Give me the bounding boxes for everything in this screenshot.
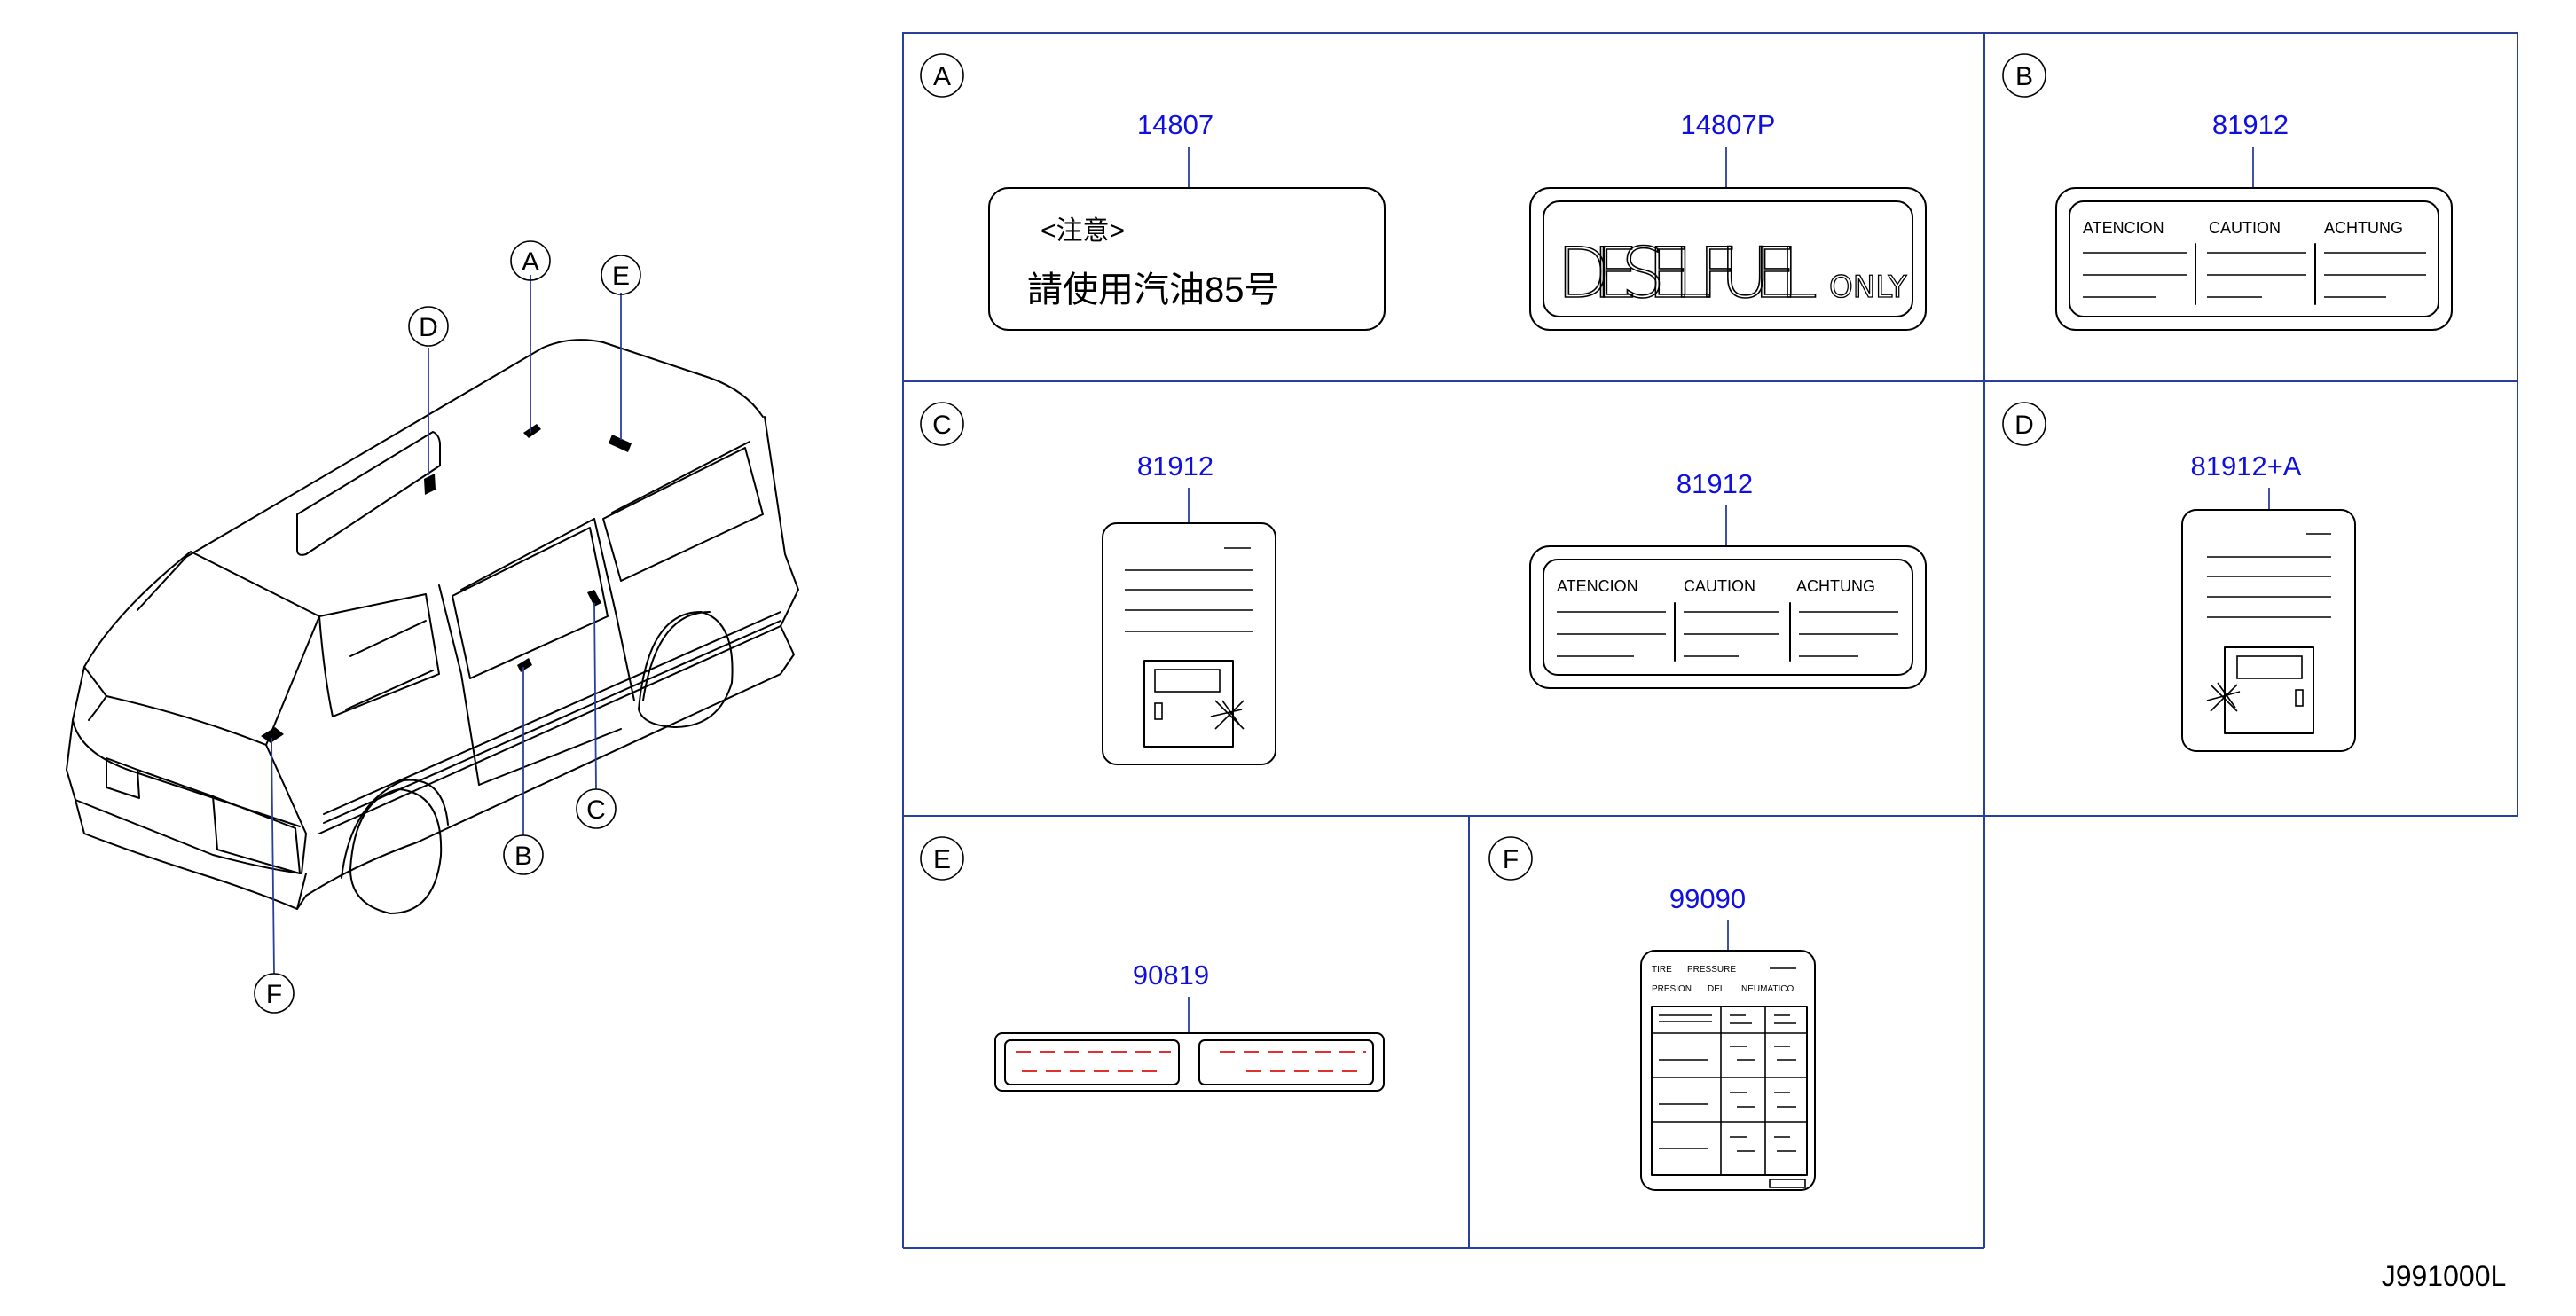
svg-text:F: F [266, 980, 282, 1009]
part-number: 81912 [1677, 468, 1753, 499]
section-letter: F [1503, 845, 1519, 874]
label-panel-grid [902, 32, 2518, 1249]
svg-text:ONLY: ONLY [1829, 270, 1907, 305]
label-14807: 14807 <注意> 請使用汽油85号 [988, 109, 1386, 331]
svg-text:PRESION: PRESION [1652, 984, 1692, 994]
section-letter: C [932, 411, 952, 440]
label-81912-plus-A: 81912+A [2181, 450, 2356, 752]
diagram-id: J991000L [2382, 1260, 2507, 1292]
svg-text:CAUTION: CAUTION [2209, 219, 2281, 237]
callout-A: A [510, 240, 551, 281]
section-letter: B [2015, 62, 2033, 91]
label-14807P: 14807P DIESEL FUEL ONLY [1529, 109, 1927, 331]
callout-D: D [408, 306, 449, 347]
section-letter: D [2014, 411, 2034, 440]
label-99090: 99090 TIRE PRESSURE PRESION DEL NEUMATIC… [1640, 883, 1816, 1191]
svg-text:E: E [612, 262, 630, 291]
callout-B: B [503, 834, 544, 875]
callout-C: C [576, 788, 617, 829]
label-81912-caution: 81912 ATENCION CAUTION ACHTUNG [1529, 468, 1927, 689]
part-number: 14807P [1681, 109, 1776, 140]
svg-text:DEL: DEL [1708, 984, 1725, 994]
svg-text:ACHTUNG: ACHTUNG [2324, 219, 2403, 237]
part-number: 81912 [2212, 109, 2289, 140]
svg-text:CAUTION: CAUTION [1684, 577, 1755, 595]
section-letter: A [933, 62, 951, 91]
svg-text:TIRE: TIRE [1652, 965, 1672, 975]
svg-text:請使用汽油85号: 請使用汽油85号 [1027, 270, 1280, 309]
svg-text:DIESEL FUEL: DIESEL FUEL [1557, 234, 1823, 314]
part-number: 81912+A [2191, 450, 2302, 482]
section-E: E 90819 [920, 836, 1385, 1092]
van-illustration: A E D C B F [66, 240, 799, 1014]
callout-F: F [254, 973, 295, 1014]
label-81912-caution: 81912 ATENCION CAUTION ACHTUNG [2055, 109, 2453, 331]
section-C: C 81912 81912 ATENCION CAUTION ACHTUNG [920, 402, 1927, 765]
part-number: 14807 [1137, 109, 1213, 140]
svg-text:ACHTUNG: ACHTUNG [1796, 577, 1875, 595]
part-number: 81912 [1137, 450, 1213, 482]
svg-text:A: A [522, 247, 539, 277]
svg-text:D: D [419, 313, 438, 342]
section-A: A 14807 <注意> 請使用汽油85号 14807P DIESEL FUEL… [920, 53, 1927, 331]
section-D: D 81912+A [2002, 402, 2356, 752]
svg-text:C: C [586, 795, 606, 825]
section-letter: E [933, 845, 951, 874]
part-number: 99090 [1669, 883, 1746, 914]
section-B: B 81912 ATENCION CAUTION ACHTUNG [2002, 53, 2453, 331]
section-F: F 99090 TIRE PRESSURE PRESION DEL NEUMAT… [1488, 836, 1816, 1191]
svg-text:NEUMATICO: NEUMATICO [1741, 984, 1794, 994]
svg-text:<注意>: <注意> [1041, 216, 1125, 246]
svg-text:B: B [514, 842, 532, 871]
part-number: 90819 [1133, 960, 1209, 991]
label-90819: 90819 [994, 960, 1385, 1092]
svg-text:ATENCION: ATENCION [1557, 577, 1638, 595]
svg-text:PRESSURE: PRESSURE [1687, 965, 1736, 975]
svg-text:ATENCION: ATENCION [2083, 219, 2164, 237]
label-81912-card: 81912 [1102, 450, 1276, 765]
callout-E: E [601, 255, 641, 295]
